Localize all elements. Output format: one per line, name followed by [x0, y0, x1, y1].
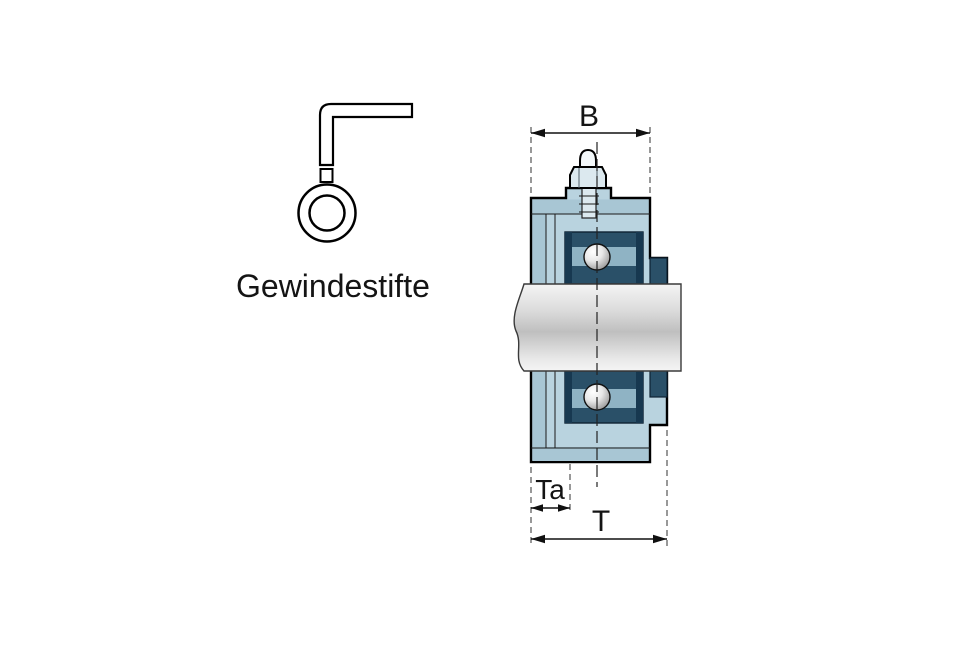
dimension-b-label: B	[579, 100, 599, 133]
set-screw-legend: Gewindestifte	[236, 102, 430, 304]
locking-collar-top	[649, 257, 668, 285]
dimension-t: T	[531, 505, 667, 544]
housing-bottom-shade	[532, 447, 649, 461]
grease-passage	[581, 187, 597, 219]
dimension-ta: Ta	[531, 474, 570, 512]
dimension-ta-label: Ta	[535, 474, 565, 505]
ring-icon-inner	[308, 194, 346, 232]
set-screw-icon	[319, 168, 334, 183]
bearing-seal-bottom-left	[565, 371, 572, 423]
bearing-seal-top-left	[565, 232, 572, 284]
locking-collar-bottom	[649, 370, 668, 398]
bearing-seal-top-right	[636, 232, 643, 284]
dimension-b-arrow-right	[636, 128, 650, 138]
dimension-b-arrow-left	[531, 128, 545, 138]
dimension-b: B	[531, 100, 650, 138]
bearing-cross-section	[513, 127, 682, 546]
dimension-ta-arrow-left	[531, 504, 543, 512]
bearing-seal-bottom-right	[636, 371, 643, 423]
dimension-t-arrow-right	[653, 534, 667, 544]
hex-key-icon	[318, 102, 414, 167]
dimension-ta-arrow-right	[558, 504, 570, 512]
dimension-t-arrow-left	[531, 534, 545, 544]
legend-caption: Gewindestifte	[236, 268, 430, 304]
dimension-t-label: T	[592, 505, 610, 538]
grease-nipple-tip	[579, 148, 597, 168]
grease-nipple-nut	[569, 166, 607, 189]
shaft	[513, 283, 682, 372]
